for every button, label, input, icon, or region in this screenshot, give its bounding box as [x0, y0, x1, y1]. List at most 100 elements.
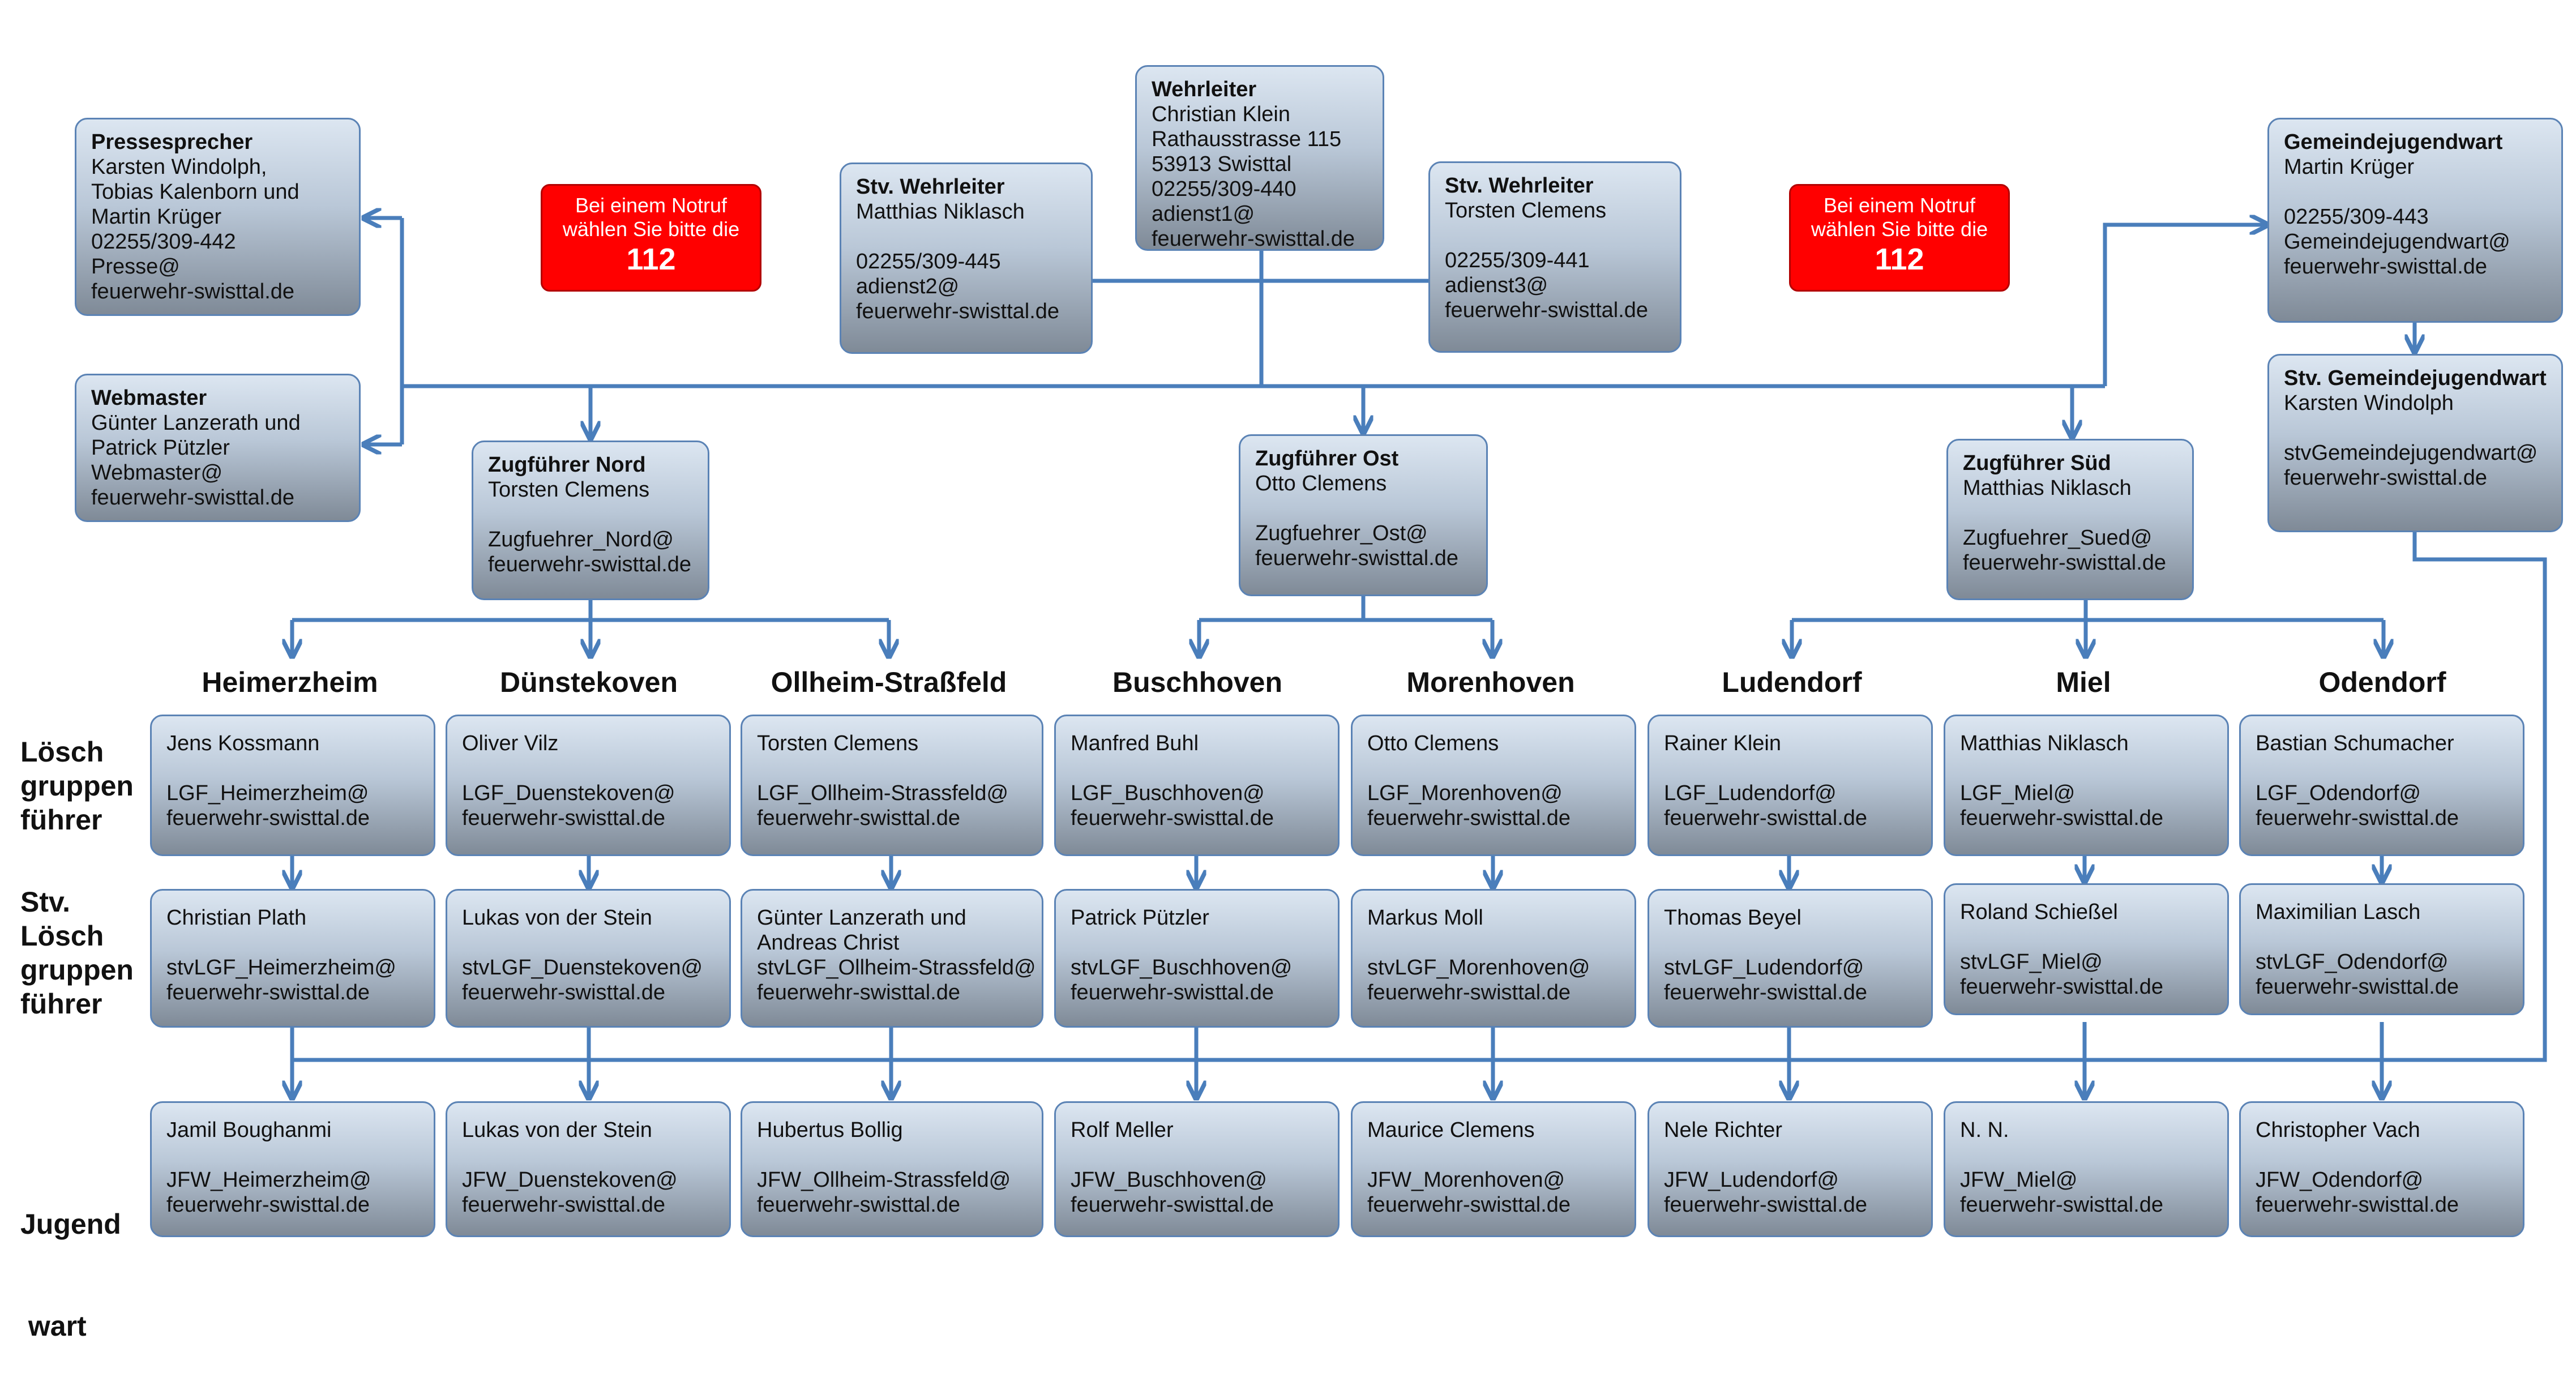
person-name: Bastian Schumacher	[2256, 732, 2454, 755]
gemeindejugendwart-title: Gemeindejugendwart	[2284, 130, 2503, 154]
pressesprecher-line: Karsten Windolph,	[91, 155, 267, 179]
person-name: Günter Lanzerath und	[757, 906, 966, 930]
wehrleiter-city: 53913 Swisttal	[1152, 152, 1292, 176]
stv-wehrleiter-right-name: Torsten Clemens	[1445, 199, 1607, 223]
alert-text-line: wählen Sie bitte die	[562, 217, 740, 241]
person-email-user: LGF_Duenstekoven@	[462, 781, 675, 805]
row-label-line: gruppen	[20, 770, 134, 802]
group-heading: Ollheim-Straßfeld	[771, 666, 1007, 698]
stv-wehrleiter-left-email-domain: feuerwehr-swisttal.de	[856, 300, 1060, 323]
pressesprecher-email-user: Presse@	[91, 255, 180, 279]
person-email-domain: feuerwehr-swisttal.de	[1664, 1193, 1868, 1217]
row-label-stv-loeschgruppenfuehrer: Stv. Lösch gruppen führer	[20, 885, 134, 1021]
person-email-user: LGF_Odendorf@	[2256, 781, 2421, 805]
person-email-domain: feuerwehr-swisttal.de	[462, 806, 666, 830]
person-email-user: LGF_Buschhoven@	[1071, 781, 1265, 805]
stv-wehrleiter-right-phone: 02255/309-441	[1445, 249, 1590, 272]
wehrleiter-title: Wehrleiter	[1152, 78, 1257, 101]
line-jugend-bus	[292, 532, 2547, 1062]
person-email-user: LGF_Morenhoven@	[1367, 781, 1563, 805]
group-heading: Heimerzheim	[202, 666, 378, 698]
pressesprecher-title: Pressesprecher	[91, 130, 253, 154]
group-heading: Morenhoven	[1406, 666, 1575, 698]
row-label-line: Jugend	[20, 1208, 121, 1240]
person-email-domain: feuerwehr-swisttal.de	[1071, 806, 1274, 830]
person-name: Lukas von der Stein	[462, 906, 652, 930]
person-email-user: JFW_Duenstekoven@	[462, 1168, 678, 1192]
person-email-domain: feuerwehr-swisttal.de	[757, 1193, 961, 1217]
person-email-domain: feuerwehr-swisttal.de	[1071, 1193, 1274, 1217]
group-heading: Buschhoven	[1112, 666, 1283, 698]
person-name: Manfred Buhl	[1071, 732, 1199, 755]
person-email-domain: feuerwehr-swisttal.de	[166, 806, 370, 830]
person-email-domain: feuerwehr-swisttal.de	[2256, 1193, 2459, 1217]
person-email-domain: feuerwehr-swisttal.de	[1960, 975, 2164, 999]
person-email-user: LGF_Heimerzheim@	[166, 781, 369, 805]
stv-wehrleiter-left-email-user: adienst2@	[856, 275, 960, 298]
person-email-domain: feuerwehr-swisttal.de	[166, 1193, 370, 1217]
zugfuehrer-ost-box: Zugführer Ost Otto Clemens Zugfuehrer_Os…	[1239, 434, 1488, 596]
row-label-line: Stv.	[20, 886, 70, 918]
zugfuehrer-name: Matthias Niklasch	[1963, 476, 2132, 500]
person-email-user: stvLGF_Miel@	[1960, 950, 2103, 974]
person-name: Patrick Pützler	[1071, 906, 1209, 930]
person-name: Oliver Vilz	[462, 732, 559, 755]
gemeindejugendwart-phone: 02255/309-443	[2284, 205, 2429, 229]
person-name: Nele Richter	[1664, 1118, 1783, 1142]
webmaster-title: Webmaster	[91, 386, 207, 410]
zugfuehrer-title: Zugführer Ost	[1255, 447, 1399, 471]
pressesprecher-phone: 02255/309-442	[91, 230, 236, 254]
person-email-domain: feuerwehr-swisttal.de	[757, 806, 961, 830]
wehrleiter-name: Christian Klein	[1152, 102, 1290, 126]
person-email-user: LGF_Ludendorf@	[1664, 781, 1837, 805]
group-heading: Dünstekoven	[500, 666, 678, 698]
person-name: Otto Clemens	[1367, 732, 1499, 755]
pressesprecher-email-domain: feuerwehr-swisttal.de	[91, 280, 295, 303]
stv-gemeindejugendwart-email-user: stvGemeindejugendwart@	[2284, 441, 2538, 465]
emergency-alert-left: Bei einem Notruf wählen Sie bitte die 11…	[541, 184, 761, 292]
person-email-domain: feuerwehr-swisttal.de	[757, 981, 961, 1004]
person-email-domain: feuerwehr-swisttal.de	[1367, 981, 1571, 1004]
stv-wehrleiter-left-phone: 02255/309-445	[856, 250, 1001, 273]
wehrleiter-email-user: adienst1@	[1152, 202, 1255, 226]
row-label-line: Lösch	[20, 920, 104, 952]
alert-emergency-number: 112	[1875, 242, 1924, 276]
person-email-user: JFW_Odendorf@	[2256, 1168, 2424, 1192]
zugfuehrer-email-domain: feuerwehr-swisttal.de	[1255, 546, 1459, 570]
person-name: Lukas von der Stein	[462, 1118, 652, 1142]
person-name: Rolf Meller	[1071, 1118, 1174, 1142]
person-name: Roland Schießel	[1960, 900, 2118, 924]
person-name: Christopher Vach	[2256, 1118, 2420, 1142]
zugfuehrer-email-domain: feuerwehr-swisttal.de	[1963, 551, 2167, 575]
zugfuehrer-email-user: Zugfuehrer_Ost@	[1255, 521, 1428, 545]
person-email-user: JFW_Heimerzheim@	[166, 1168, 371, 1192]
row-label-line: führer	[20, 804, 102, 836]
person-email-user: JFW_Buschhoven@	[1071, 1168, 1267, 1192]
wehrleiter-phone: 02255/309-440	[1152, 177, 1296, 201]
person-email-domain: feuerwehr-swisttal.de	[2256, 975, 2459, 999]
alert-text-line: wählen Sie bitte die	[1811, 217, 1988, 241]
person-name: Andreas Christ	[757, 931, 900, 955]
jfw-box: N. N.JFW_Miel@feuerwehr-swisttal.de	[1944, 1101, 2229, 1237]
connector-lines	[0, 0, 2547, 1281]
alert-text-line: Bei einem Notruf	[1823, 194, 1976, 217]
person-name: Jens Kossmann	[166, 732, 320, 755]
group-heading: Odendorf	[2318, 666, 2446, 698]
webmaster-box: Webmaster Günter Lanzerath und Patrick P…	[75, 374, 361, 522]
gemeindejugendwart-name: Martin Krüger	[2284, 155, 2415, 179]
row-label-line: gruppen	[20, 954, 134, 986]
stv-wehrleiter-left-name: Matthias Niklasch	[856, 200, 1025, 224]
wehrleiter-email-domain: feuerwehr-swisttal.de	[1152, 227, 1355, 251]
row-label-jugendwart: Jugend wart	[20, 1139, 121, 1377]
stv-box: Roland Schießel stvLGF_Miel@feuerwehr-swi…	[1944, 883, 2229, 1015]
